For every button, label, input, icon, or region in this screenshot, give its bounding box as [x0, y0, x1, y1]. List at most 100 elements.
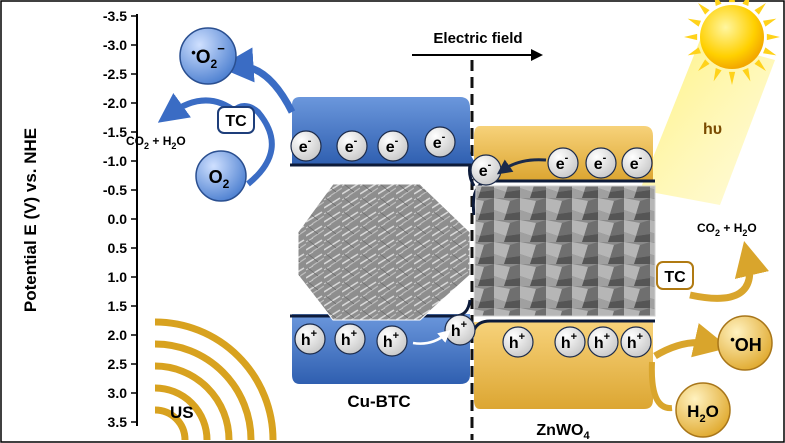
axis-tick-label: -1.5 [103, 124, 127, 140]
oxidation-reactions: TC CO2 + H2O •OH H2O [648, 221, 773, 438]
hydroxyl-radical-ball [717, 315, 773, 371]
products-label-right: CO2 + H2O [697, 221, 757, 238]
charge-carriers: e-e-e-e-e-e-e-e-h+h+h+h+h+h+h+h+ [290, 126, 653, 358]
cubtc-semiconductor [290, 97, 482, 384]
electron-transfer-arrow [496, 158, 547, 175]
sun-ray [742, 68, 751, 82]
electron-ball [621, 147, 653, 179]
hole-label: h+ [341, 328, 357, 349]
sun-ray [763, 18, 777, 27]
oxygen-label: O2 [209, 167, 230, 191]
hydroxyl-label: •OH [730, 332, 762, 355]
hole-label: h+ [627, 331, 643, 352]
hole-ball [620, 326, 652, 358]
electron-label: e- [345, 135, 358, 156]
oxygen-ball [195, 150, 247, 202]
sun-ray [742, 0, 750, 6]
hole-label: h+ [301, 328, 317, 349]
ultrasound-source: US [154, 318, 277, 441]
axis-tick-label: 1.0 [108, 269, 128, 285]
sun-rays [684, 0, 780, 85]
cubtc-band-edge-top [290, 163, 476, 187]
light-beam [640, 40, 775, 205]
hole-label: h+ [509, 331, 525, 352]
ultrasound-wave [154, 318, 277, 441]
sun-ray [698, 59, 710, 71]
axis-tick-label: -1.0 [103, 153, 127, 169]
superoxide-radical-ball [179, 27, 237, 85]
superoxide-label: •O2− [191, 41, 225, 71]
axis-tick-label: -3.5 [103, 8, 127, 24]
tc-label-left: TC [225, 113, 247, 130]
sun-ray [728, 71, 736, 85]
sun-ray [684, 33, 698, 41]
tc-label-right: TC [664, 269, 686, 286]
axis-tick-label: -2.0 [103, 95, 127, 111]
hole-ball [376, 325, 408, 357]
sun-ray [754, 59, 766, 71]
ultrasound-waves-icon [154, 318, 277, 441]
electron-ball [585, 147, 617, 179]
axis-tick-label: -0.5 [103, 182, 127, 198]
ultrasound-wave [154, 384, 211, 441]
hole-label: h+ [594, 331, 610, 352]
tc-box-right [656, 261, 694, 290]
water-ball [675, 382, 731, 438]
hydroxyl-formation-arrow [653, 323, 730, 360]
electron-label: e- [556, 152, 569, 173]
axis-tick-label: 3.5 [108, 414, 128, 430]
potential-axis: -3.5-3.0-2.5-2.0-1.5-1.0-0.50.00.51.01.5… [21, 8, 138, 430]
axis-ticks: -3.5-3.0-2.5-2.0-1.5-1.0-0.50.00.51.01.5… [103, 8, 137, 430]
znwo4-sem-image [473, 185, 656, 317]
light-source: hυ [640, 0, 780, 205]
hole-label: h+ [451, 319, 467, 340]
axis-label: Potential E (V) vs. NHE [21, 128, 40, 312]
axis-tick-label: 2.5 [108, 356, 128, 372]
water-label: H2O [687, 402, 719, 425]
sun-ray [714, 0, 722, 6]
hole-transfer-arrow [412, 329, 451, 345]
ultrasound-wave [154, 340, 255, 441]
sun-ray [763, 47, 777, 56]
hole-ball [587, 326, 619, 358]
hole-ball [334, 323, 366, 355]
ultrasound-label: US [170, 403, 194, 422]
axis-tick-label: -3.0 [103, 37, 127, 53]
water-oxidation-arrow [648, 361, 673, 411]
axis-tick-label: 3.0 [108, 385, 128, 401]
electron-label: e- [433, 131, 446, 152]
cubtc-label: Cu-BTC [347, 392, 410, 411]
sun-ray [687, 47, 701, 56]
hole-ball [294, 323, 326, 355]
tc-box-left [217, 106, 255, 134]
hole-label: h+ [383, 330, 399, 351]
products-label-left: CO2 + H2O [126, 134, 186, 151]
electron-ball [377, 130, 409, 162]
electron-label: e- [386, 135, 399, 156]
axis-tick-label: 0.5 [108, 240, 128, 256]
electron-ball [290, 130, 322, 162]
axis-tick-label: 0.0 [108, 211, 128, 227]
sun-icon [700, 5, 764, 69]
field-label: Electric field [433, 30, 522, 47]
electric-field: Electric field [412, 30, 543, 440]
hole-ball [554, 326, 586, 358]
electron-label: e- [594, 152, 607, 173]
electron-label: e- [630, 152, 643, 173]
sun-ray [698, 3, 710, 15]
electron-ball [336, 130, 368, 162]
reduction-reactions: •O2− TC CO2 + H2O O2 [126, 27, 296, 202]
axis-tick-label: 1.5 [108, 298, 128, 314]
superoxide-formation-arrow [218, 47, 296, 114]
ultrasound-wave [154, 362, 233, 441]
sun-ray [713, 68, 722, 82]
ultrasound-wave [154, 406, 189, 441]
hole-label: h+ [561, 331, 577, 352]
sun-ray [754, 3, 766, 15]
light-label: hυ [703, 121, 722, 138]
tc-degradation-arrow-right [689, 240, 769, 302]
electron-label: e- [299, 135, 312, 156]
electron-ball [424, 126, 456, 158]
znwo4-label: ZnWO4 [536, 422, 590, 442]
